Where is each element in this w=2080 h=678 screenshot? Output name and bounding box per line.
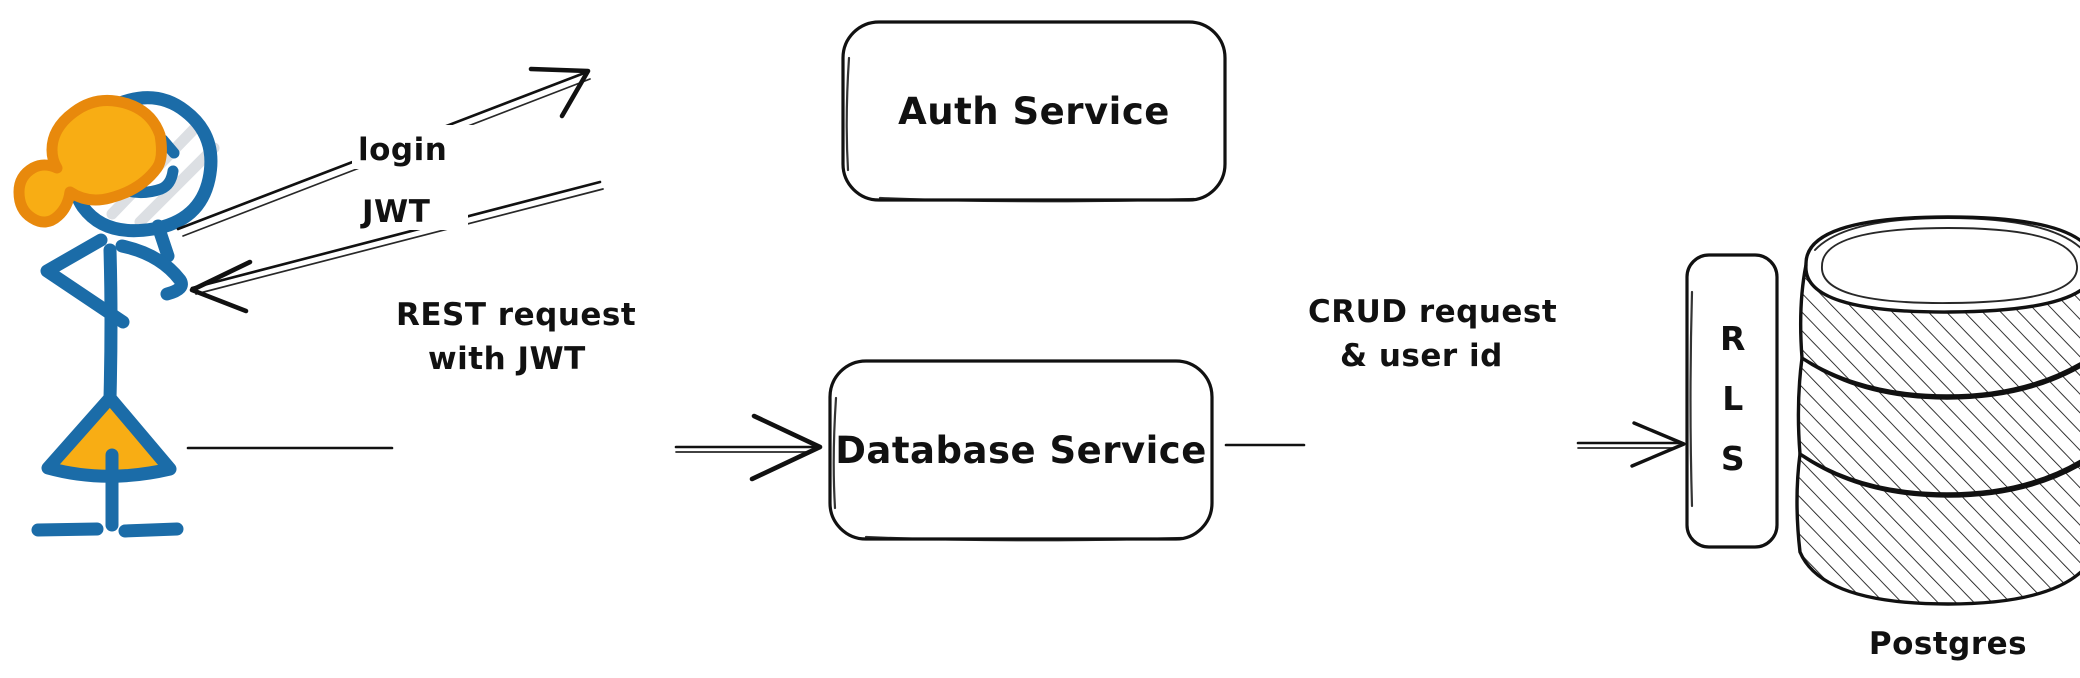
arm-right xyxy=(115,239,188,301)
edge-label-login: login xyxy=(358,132,447,168)
rls-letter-l: L xyxy=(1722,379,1744,418)
foot-left xyxy=(31,522,104,537)
postgres-label: Postgres xyxy=(1869,626,2027,662)
torso xyxy=(103,243,118,405)
auth-service-label: Auth Service xyxy=(898,90,1170,133)
foot-right xyxy=(118,522,184,538)
edge-rest-request xyxy=(186,413,823,482)
arm-left xyxy=(40,233,130,329)
edge-label-jwt: JWT xyxy=(360,194,430,230)
node-database-service[interactable]: Database Service xyxy=(828,359,1214,542)
node-auth-service[interactable]: Auth Service xyxy=(841,20,1227,203)
edge-label-rest-request-line2: with JWT xyxy=(428,341,586,377)
database-service-label: Database Service xyxy=(835,429,1207,472)
hair-bow-icon xyxy=(13,94,167,228)
edge-crud-request xyxy=(1224,421,1686,468)
rls-letter-r: R xyxy=(1720,319,1746,358)
node-postgres[interactable]: Postgres xyxy=(1790,215,2080,662)
edge-label-rest-request-line1: REST request xyxy=(396,297,636,333)
edge-label-crud-request-line1: CRUD request xyxy=(1308,294,1557,330)
rls-letter-s: S xyxy=(1721,439,1745,478)
node-rls[interactable]: R L S xyxy=(1685,253,1779,549)
edge-jwt xyxy=(189,180,604,314)
neck xyxy=(151,219,175,263)
user-stick-figure xyxy=(13,91,220,538)
edge-label-crud-request-line2: & user id xyxy=(1340,338,1503,374)
edge-label-group: login JWT REST request with JWT CRUD req… xyxy=(352,125,1586,377)
